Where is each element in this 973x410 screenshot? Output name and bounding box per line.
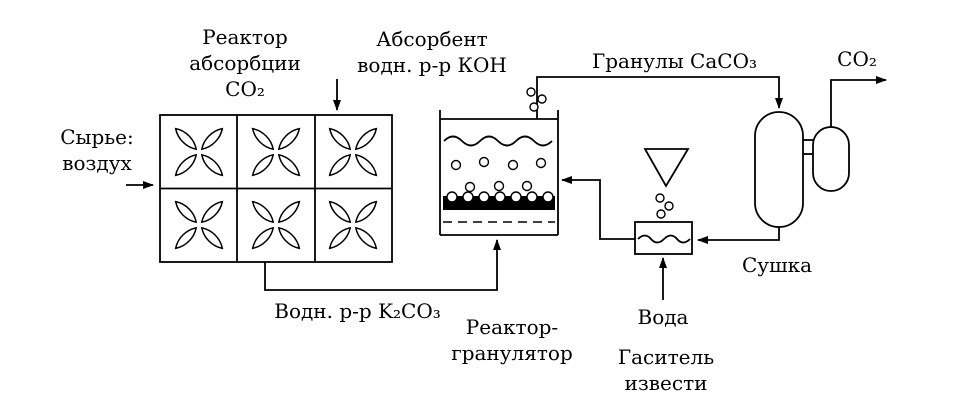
water-label: Вода <box>637 305 689 329</box>
co2-out-label: CO₂ <box>837 47 877 71</box>
lime-slaker-label: Гаситель извести <box>617 345 715 395</box>
liquid-surface-wave <box>443 135 553 147</box>
bubbles <box>450 156 547 193</box>
dryer-to-slaker-line <box>697 227 780 244</box>
lime-slaker <box>634 148 693 255</box>
granulator-vessel <box>439 110 559 236</box>
lime-to-granulator-line <box>561 176 635 240</box>
absorber-grid <box>159 114 393 263</box>
dryer-label: Сушка <box>741 253 813 277</box>
co2-out-line <box>830 76 887 127</box>
granules-label: Гранулы CaCO₃ <box>592 49 757 73</box>
granules-flow-line <box>536 76 783 119</box>
dryer-vessel <box>754 111 850 228</box>
lime-dots <box>655 193 674 219</box>
absorber-reactor-label: Реактор абсорбции CO₂ <box>189 25 301 101</box>
slaker-wave <box>637 234 691 244</box>
granule-dots <box>526 87 547 112</box>
k2co3-flow-line <box>264 239 501 291</box>
slaker-box <box>634 221 693 255</box>
granulator-label: Реактор- гранулятор <box>451 315 573 365</box>
k2co3-label: Водн. р-р K₂CO₃ <box>274 299 441 323</box>
funnel-icon <box>643 148 690 188</box>
granule-row <box>446 191 554 203</box>
absorbent-label: Абсорбент водн. р-р КОН <box>357 27 507 77</box>
feed-label: Сырье: воздух <box>60 125 134 175</box>
